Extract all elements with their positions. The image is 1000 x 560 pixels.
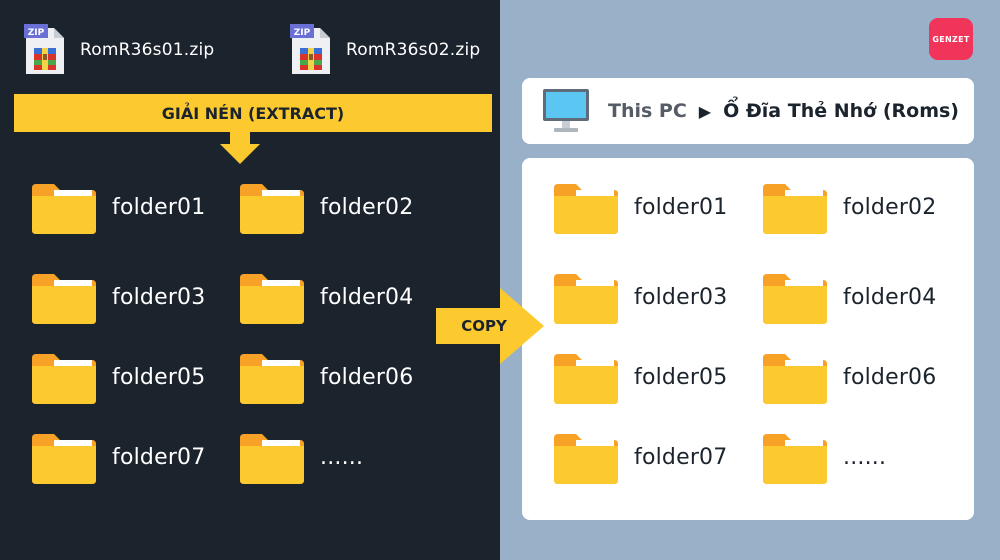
zip-file-name: RomR36s02.zip bbox=[346, 40, 481, 60]
folder-item[interactable]: ...... bbox=[240, 430, 363, 484]
folder-item[interactable]: folder07 bbox=[32, 430, 205, 484]
folder-label: folder04 bbox=[320, 284, 414, 310]
zip-file-icon: ZIP bbox=[24, 24, 64, 74]
breadcrumb-separator-icon: ▶ bbox=[698, 101, 712, 121]
folder-icon bbox=[554, 180, 618, 234]
zip-file-1[interactable]: ZIP RomR36s01.zip bbox=[24, 24, 214, 76]
folder-icon bbox=[763, 270, 827, 324]
folder-item[interactable]: folder01 bbox=[32, 180, 205, 234]
folder-label: folder05 bbox=[112, 364, 206, 390]
genzet-logo: GENZET bbox=[929, 18, 973, 60]
folder-icon bbox=[240, 180, 304, 234]
folder-icon bbox=[554, 350, 618, 404]
folder-label: folder06 bbox=[320, 364, 414, 390]
zip-badge: ZIP bbox=[28, 28, 45, 38]
folder-icon bbox=[763, 350, 827, 404]
folder-label: folder07 bbox=[634, 444, 728, 470]
folder-item[interactable]: folder05 bbox=[554, 350, 727, 404]
folder-item[interactable]: folder07 bbox=[554, 430, 727, 484]
folder-label: ...... bbox=[843, 444, 887, 470]
logo-text: GENZET bbox=[932, 34, 970, 44]
extract-panel: ZIP RomR36s01.zip ZIP RomR36s02.zip GIẢI… bbox=[0, 0, 500, 560]
down-arrow-icon bbox=[220, 132, 260, 164]
folder-item[interactable]: folder01 bbox=[554, 180, 727, 234]
folder-icon bbox=[32, 430, 96, 484]
folder-icon bbox=[554, 270, 618, 324]
drive-contents: folder01 folder02 folder03 folder04 fold… bbox=[522, 158, 974, 520]
zip-badge: ZIP bbox=[294, 28, 311, 38]
breadcrumb-drive[interactable]: Ổ Đĩa Thẻ Nhớ (Roms) bbox=[723, 100, 959, 122]
folder-item[interactable]: folder04 bbox=[763, 270, 936, 324]
folder-item[interactable]: folder03 bbox=[554, 270, 727, 324]
extract-label: GIẢI NÉN (EXTRACT) bbox=[161, 103, 345, 123]
computer-icon bbox=[543, 89, 589, 132]
folder-item[interactable]: folder05 bbox=[32, 350, 205, 404]
folder-icon bbox=[240, 350, 304, 404]
zip-file-name: RomR36s01.zip bbox=[80, 40, 215, 60]
extract-banner: GIẢI NÉN (EXTRACT) bbox=[14, 94, 492, 132]
folder-label: folder04 bbox=[843, 284, 937, 310]
folder-label: folder07 bbox=[112, 444, 206, 470]
folder-label: ...... bbox=[320, 444, 364, 470]
folder-item[interactable]: folder02 bbox=[763, 180, 936, 234]
folder-item[interactable]: folder02 bbox=[240, 180, 413, 234]
folder-icon bbox=[32, 180, 96, 234]
folder-icon bbox=[240, 430, 304, 484]
copy-label: COPY bbox=[461, 317, 507, 335]
folder-label: folder01 bbox=[634, 194, 728, 220]
folder-icon bbox=[32, 270, 96, 324]
folder-label: folder02 bbox=[843, 194, 937, 220]
folder-label: folder01 bbox=[112, 194, 206, 220]
folder-label: folder05 bbox=[634, 364, 728, 390]
folder-item[interactable]: folder03 bbox=[32, 270, 205, 324]
folder-label: folder03 bbox=[112, 284, 206, 310]
folder-icon bbox=[240, 270, 304, 324]
folder-item[interactable]: folder04 bbox=[240, 270, 413, 324]
folder-icon bbox=[32, 350, 96, 404]
copy-arrow-icon bbox=[436, 288, 544, 364]
folder-label: folder02 bbox=[320, 194, 414, 220]
folder-icon bbox=[763, 430, 827, 484]
folder-icon bbox=[554, 430, 618, 484]
breadcrumb: This PC ▶ Ổ Đĩa Thẻ Nhớ (Roms) bbox=[522, 78, 974, 144]
breadcrumb-this-pc[interactable]: This PC bbox=[608, 100, 687, 122]
folder-item[interactable]: ...... bbox=[763, 430, 886, 484]
folder-item[interactable]: folder06 bbox=[240, 350, 413, 404]
folder-icon bbox=[763, 180, 827, 234]
zip-file-icon: ZIP bbox=[290, 24, 330, 74]
folder-label: folder03 bbox=[634, 284, 728, 310]
folder-label: folder06 bbox=[843, 364, 937, 390]
zip-file-2[interactable]: ZIP RomR36s02.zip bbox=[290, 24, 480, 76]
folder-item[interactable]: folder06 bbox=[763, 350, 936, 404]
